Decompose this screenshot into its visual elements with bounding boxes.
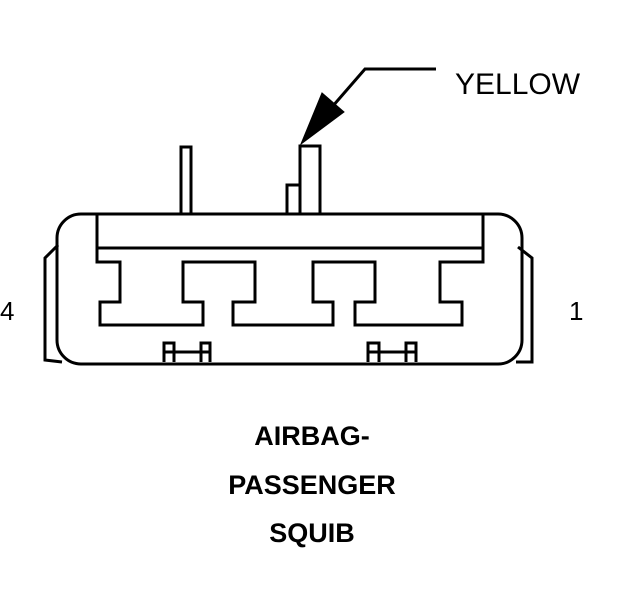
right-latch bbox=[516, 245, 534, 364]
leader-line bbox=[330, 67, 436, 108]
terminal-cavity bbox=[95, 214, 485, 327]
pin-number-right: 1 bbox=[569, 296, 583, 326]
bottom-clip-left bbox=[162, 341, 212, 362]
connector-body bbox=[55, 212, 524, 366]
unused-pin-stub bbox=[179, 145, 193, 216]
yellow-wire-stub bbox=[298, 144, 322, 216]
bottom-clip-right bbox=[366, 341, 418, 362]
caption-line-2: PASSENGER bbox=[228, 470, 396, 500]
left-latch bbox=[43, 243, 63, 364]
pin-number-left: 4 bbox=[0, 296, 14, 326]
wire-color-label: YELLOW bbox=[455, 68, 581, 101]
leader-arrowhead bbox=[299, 92, 345, 146]
caption-line-1: AIRBAG- bbox=[254, 421, 370, 451]
yellow-wire-stub-step bbox=[285, 183, 302, 216]
caption-line-3: SQUIB bbox=[269, 518, 355, 548]
